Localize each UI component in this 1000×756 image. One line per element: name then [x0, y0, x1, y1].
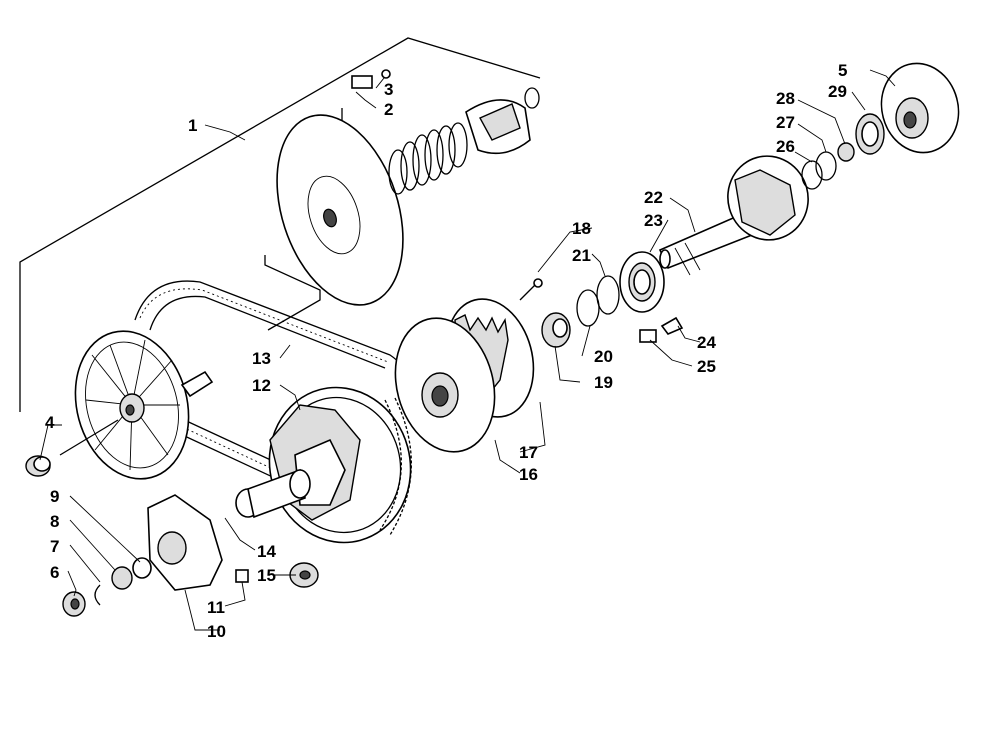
- bolt-24: [660, 316, 684, 335]
- nut-25: [639, 329, 657, 343]
- callout-4: 4: [45, 413, 55, 432]
- callout-18: 18: [572, 219, 591, 238]
- callout-17: 17: [519, 443, 538, 462]
- clip-2: [351, 75, 373, 89]
- callout-3: 3: [384, 80, 393, 99]
- callout-9: 9: [50, 487, 59, 506]
- fixed-sheave: [59, 330, 214, 480]
- driven-clutch-upper-group: [276, 69, 540, 306]
- callout-15: 15: [257, 566, 276, 585]
- callout-14: 14: [257, 542, 276, 561]
- clip-11: [235, 569, 249, 583]
- bolt-assembly: [639, 316, 684, 343]
- callout-22: 22: [644, 188, 663, 207]
- callout-5: 5: [838, 61, 847, 80]
- callout-21: 21: [572, 246, 591, 265]
- callout-26: 26: [776, 137, 795, 156]
- callout-13: 13: [252, 349, 271, 368]
- cam-arm-assembly: [62, 494, 319, 617]
- callout-6: 6: [50, 563, 59, 582]
- primary-clutch: [394, 298, 535, 453]
- bushing-28: [837, 142, 855, 162]
- callout-7: 7: [50, 537, 59, 556]
- callout-24: 24: [697, 333, 716, 352]
- callout-19: 19: [594, 373, 613, 392]
- drive-clutch-assembly: [235, 386, 412, 544]
- gear-assembly: [801, 62, 960, 190]
- callout-2: 2: [384, 100, 393, 119]
- output-shaft: [658, 155, 809, 276]
- callout-8: 8: [50, 512, 59, 531]
- bearing-stack: [519, 251, 665, 348]
- callout-20: 20: [594, 347, 613, 366]
- snap-ring: [524, 87, 540, 109]
- callout-27: 27: [776, 113, 795, 132]
- callout-29: 29: [828, 82, 847, 101]
- callout-10: 10: [207, 622, 226, 641]
- washer-26: [801, 160, 823, 190]
- screw-3: [381, 69, 391, 79]
- ring-20: [576, 289, 600, 327]
- nut-4: [25, 455, 51, 477]
- callout-12: 12: [252, 376, 271, 395]
- ring-21: [596, 275, 620, 315]
- callout-25: 25: [697, 357, 716, 376]
- callout-11: 11: [207, 598, 225, 617]
- callout-28: 28: [776, 89, 795, 108]
- callout-23: 23: [644, 211, 663, 230]
- washer-9: [132, 557, 152, 579]
- callout-1: 1: [188, 116, 197, 135]
- leader-lines: [39, 69, 896, 631]
- screw-18: [519, 283, 537, 301]
- spring: [388, 122, 468, 195]
- bushing-8: [111, 566, 133, 590]
- callout-16: 16: [519, 465, 538, 484]
- snap-ring-7: [94, 584, 101, 606]
- callout-labels: 1 2 3 4 5 6 7 8 9 10 11 12 13 14 15 16 1…: [45, 61, 847, 641]
- sheave-plate: [276, 114, 404, 306]
